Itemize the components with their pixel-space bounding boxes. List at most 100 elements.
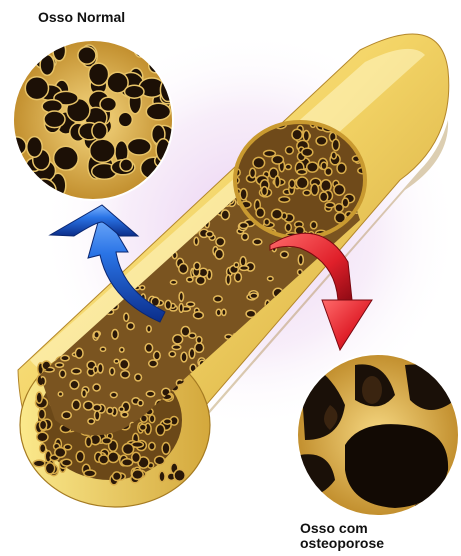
bone-pore	[44, 111, 65, 128]
bone-pore	[264, 150, 276, 156]
bone-pore	[89, 63, 109, 85]
bone-pore	[121, 412, 128, 417]
bone-pore	[88, 419, 95, 424]
bone-pore	[84, 401, 94, 410]
bone-pore	[216, 238, 225, 247]
bone-pore	[302, 148, 313, 156]
bone-pore	[112, 330, 118, 340]
bone-pore	[122, 444, 133, 455]
bone-pore	[303, 190, 310, 195]
bone-pore	[173, 335, 183, 344]
bone-pore	[297, 169, 307, 174]
bone-pore	[206, 231, 213, 237]
bone-pore	[64, 444, 71, 449]
bone-pore	[100, 347, 105, 351]
bone-pore	[138, 400, 143, 406]
osteoporosis-bone-label: Osso com osteoporose	[300, 521, 384, 551]
bone-pore	[18, 177, 33, 190]
bone-pore	[298, 255, 303, 265]
bone-pore	[234, 263, 239, 268]
bone-pore	[90, 139, 115, 162]
bone-pore	[110, 368, 115, 376]
bone-pore	[120, 348, 124, 353]
bone-pore	[187, 277, 193, 282]
bone-pore	[159, 471, 165, 481]
bone-pore	[285, 164, 291, 169]
bone-pore	[222, 309, 226, 315]
bone-pore	[264, 219, 270, 225]
bone-pore	[93, 384, 100, 391]
bone-pore	[135, 374, 142, 381]
bone-pore	[120, 159, 133, 171]
bone-pore	[289, 180, 295, 189]
osteoporosis-label-line-2: osteoporose	[300, 536, 384, 551]
bone-pore	[286, 147, 294, 155]
bone-pore	[108, 452, 119, 463]
bone-pore	[38, 409, 45, 419]
bone-pore	[311, 184, 319, 195]
bone-pore	[11, 54, 35, 69]
bone-pore	[25, 77, 48, 100]
bone-pore	[40, 420, 47, 429]
bone-pore	[62, 412, 71, 419]
bone-pore	[52, 320, 61, 327]
osteoporosis-label-line-1: Osso com	[300, 521, 384, 536]
bone-pore	[165, 300, 171, 309]
bone-pore	[60, 370, 66, 378]
bone-pore	[279, 197, 290, 202]
bone-pore	[256, 208, 265, 218]
bone-pore	[285, 223, 291, 231]
osteoporosis-bone-magnified	[297, 354, 459, 530]
bone-pore	[11, 164, 25, 186]
bone-pore	[33, 460, 45, 467]
bone-pore	[154, 351, 161, 360]
bone-pore	[76, 451, 84, 462]
bone-pore	[303, 131, 309, 142]
bone-pore	[110, 392, 117, 397]
bone-pore	[125, 85, 144, 98]
bone-pore	[155, 456, 165, 464]
bone-pore	[99, 455, 109, 464]
bone-pore	[145, 344, 152, 353]
bone-pore	[13, 34, 26, 52]
bone-pore	[253, 157, 265, 168]
bone-pore	[140, 286, 145, 290]
bone-pore	[121, 371, 130, 378]
bone-pore	[61, 355, 69, 360]
bone-pore	[102, 438, 111, 444]
bone-pore	[181, 327, 190, 337]
bone-pore	[146, 391, 154, 397]
bone-pore	[325, 168, 332, 176]
bone-pore	[72, 368, 81, 374]
bone-pore	[139, 424, 146, 430]
bone-pore	[179, 304, 183, 313]
bone-pore	[107, 408, 113, 414]
bone-pore	[179, 264, 188, 274]
bone-pore	[240, 189, 247, 200]
bone-pore	[174, 470, 185, 482]
bone-pore	[3, 175, 26, 189]
bone-pore	[337, 163, 346, 173]
bone-pore	[187, 302, 195, 307]
bone-pore	[172, 345, 181, 350]
bone-pore	[240, 266, 249, 271]
bone-pore	[196, 337, 202, 344]
bone-pore	[240, 257, 246, 267]
bone-pore	[43, 303, 51, 307]
bone-pore	[181, 352, 187, 362]
bone-pore	[36, 392, 42, 403]
bone-pore	[70, 380, 79, 389]
bone-pore	[13, 174, 36, 194]
bone-pore	[311, 221, 317, 228]
bone-pore	[58, 392, 62, 396]
bone-pore	[194, 312, 204, 319]
bone-pore	[72, 400, 80, 410]
bone-pore	[86, 437, 92, 447]
bone-pore	[39, 288, 48, 293]
bone-pore	[78, 47, 96, 64]
bone-pore	[127, 138, 151, 155]
bone-pore	[292, 129, 302, 140]
bone-pore	[35, 213, 39, 217]
bone-pore	[169, 351, 175, 356]
